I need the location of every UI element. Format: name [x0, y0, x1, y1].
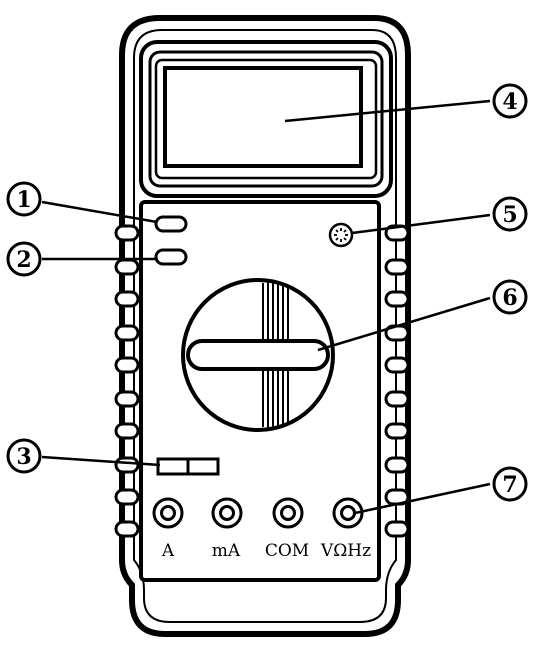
left-grip — [114, 224, 140, 538]
switch-3[interactable] — [156, 457, 220, 476]
callout-7: 7 — [492, 466, 528, 502]
callout-3-number: 3 — [16, 444, 31, 470]
callout-5: 5 — [492, 196, 528, 232]
input-jack-a[interactable] — [152, 497, 184, 529]
callout-5-number: 5 — [502, 202, 517, 228]
callout-1-number: 1 — [16, 187, 31, 213]
jack-label-com: COM — [265, 541, 309, 561]
callout-4: 4 — [492, 83, 528, 119]
callout-2-number: 2 — [16, 247, 31, 273]
callout-3: 3 — [6, 438, 42, 474]
callout-1: 1 — [6, 181, 42, 217]
callout-6: 6 — [492, 279, 528, 315]
callout-7-number: 7 — [502, 472, 517, 498]
dial-knob[interactable] — [186, 339, 330, 371]
holster — [119, 15, 411, 637]
input-jack-ma[interactable] — [211, 497, 243, 529]
input-jack-com[interactable] — [272, 497, 304, 529]
jack-label-ma: mA — [212, 541, 241, 561]
callout-4-number: 4 — [502, 89, 517, 115]
leader-lines — [41, 99, 491, 515]
callout-2: 2 — [6, 241, 42, 277]
button-2[interactable] — [154, 248, 188, 266]
callout-6-number: 6 — [502, 285, 517, 311]
display-bezel — [139, 40, 393, 198]
button-1[interactable] — [154, 215, 188, 233]
input-jack-vohmhz[interactable] — [332, 497, 364, 529]
rotary-dial[interactable] — [181, 278, 335, 432]
jack-label-vohmhz: VΩHz — [320, 541, 371, 561]
jack-label-a: A — [161, 541, 175, 561]
socket-5 — [328, 222, 354, 248]
